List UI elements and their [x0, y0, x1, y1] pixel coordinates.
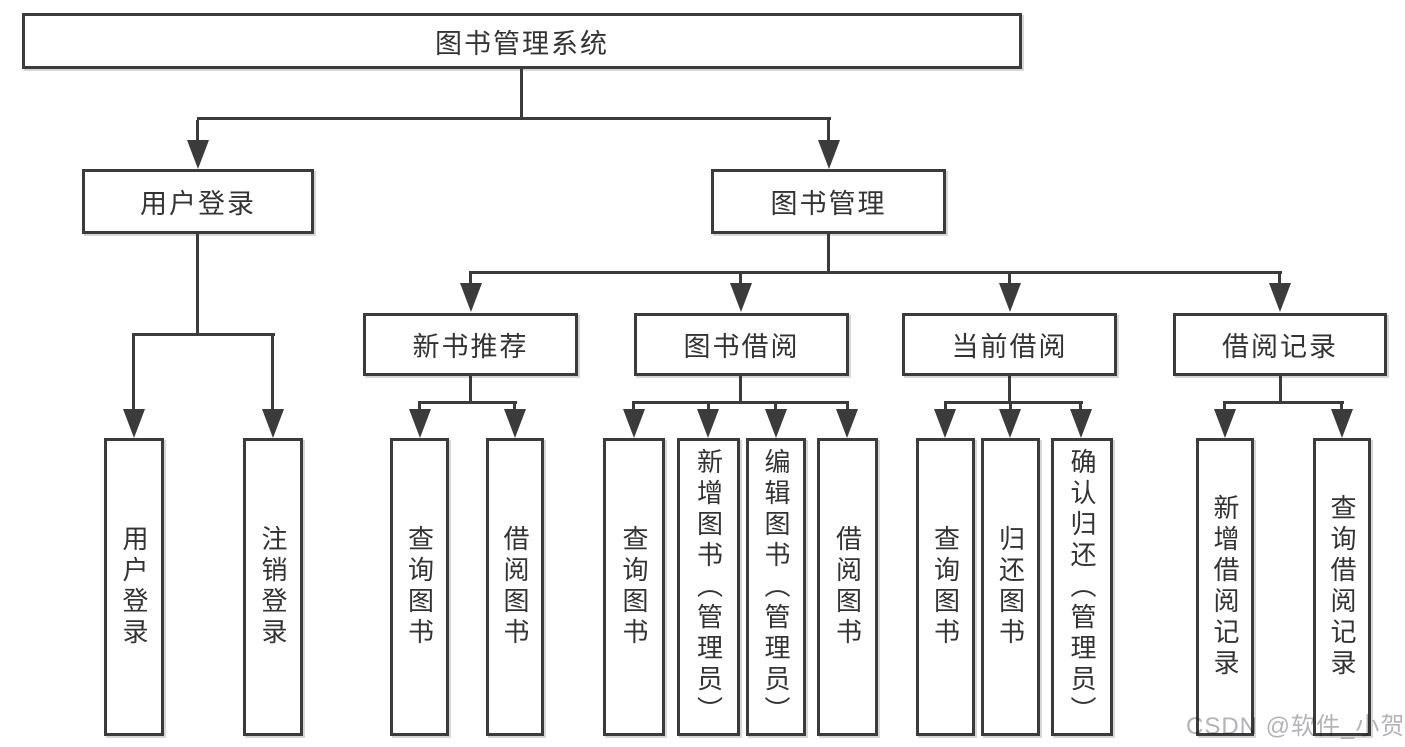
connector-line: [944, 404, 947, 410]
node-current-borrowing: 当前借阅: [902, 313, 1117, 376]
leaf-current-confirm-return-admin: 确认归还（管理员）: [1051, 438, 1113, 736]
arrow-down-icon: [409, 409, 431, 438]
connector-line: [632, 404, 635, 410]
connector-line: [1009, 404, 1012, 410]
leaf-current-query-books: 查询图书: [916, 438, 975, 736]
leaf-borrow-borrow-books: 借阅图书: [817, 438, 878, 736]
leaf-recommend-query-books: 查询图书: [390, 438, 449, 736]
arrow-down-icon: [262, 409, 284, 438]
arrow-down-icon: [934, 409, 956, 438]
connector-line: [271, 336, 274, 410]
leaf-current-return-books: 归还图书: [981, 438, 1040, 736]
connector-line: [827, 233, 830, 273]
connector-line: [469, 271, 1282, 274]
connector-line: [739, 375, 742, 404]
connector-line: [827, 120, 830, 142]
connector-line: [632, 401, 849, 404]
connector-line: [132, 336, 135, 410]
connector-line: [418, 404, 421, 410]
arrow-down-icon: [697, 409, 719, 438]
connector-line: [197, 117, 831, 120]
leaf-borrow-add-books-admin: 新增图书（管理员）: [677, 438, 740, 736]
connector-line: [520, 68, 523, 117]
connector-line: [1079, 404, 1082, 410]
connector-line: [196, 233, 199, 335]
arrow-down-icon: [1070, 409, 1092, 438]
connector-line: [469, 274, 472, 284]
arrow-down-icon: [1214, 409, 1236, 438]
arrow-down-icon: [123, 409, 145, 438]
connector-line: [469, 375, 472, 404]
connector-line: [1279, 375, 1282, 404]
arrow-down-icon: [623, 409, 645, 438]
arrow-down-icon: [836, 409, 858, 438]
connector-line: [1223, 404, 1226, 410]
leaf-records-add-record: 新增借阅记录: [1196, 438, 1254, 736]
leaf-login: 用户登录: [104, 438, 164, 736]
arrow-down-icon: [818, 140, 840, 169]
arrow-down-icon: [187, 140, 209, 169]
node-book-management: 图书管理: [711, 169, 946, 234]
connector-line: [418, 401, 517, 404]
connector-line: [1340, 404, 1343, 410]
connector-line: [739, 274, 742, 284]
arrow-down-icon: [460, 283, 482, 312]
connector-line: [1278, 274, 1281, 284]
connector-line: [1008, 375, 1011, 404]
leaf-borrow-query-books: 查询图书: [603, 438, 665, 736]
arrow-down-icon: [504, 409, 526, 438]
watermark: CSDN @软件_小贺同学: [1186, 713, 1405, 740]
arrow-down-icon: [765, 409, 787, 438]
leaf-recommend-borrow-books: 借阅图书: [486, 438, 544, 736]
connector-line: [1008, 274, 1011, 284]
node-borrowing-records: 借阅记录: [1173, 313, 1387, 376]
connector-line: [513, 404, 516, 410]
arrow-down-icon: [999, 283, 1021, 312]
leaf-borrow-edit-books-admin: 编辑图书（管理员）: [746, 438, 806, 736]
connector-line: [132, 333, 275, 336]
connector-line: [944, 401, 1083, 404]
connector-line: [846, 404, 849, 410]
node-book-borrowing: 图书借阅: [634, 313, 849, 376]
node-new-book-recommendation: 新书推荐: [363, 313, 578, 376]
arrow-down-icon: [1269, 283, 1291, 312]
node-root: 图书管理系统: [22, 13, 1022, 69]
arrow-down-icon: [730, 283, 752, 312]
connector-line: [774, 404, 777, 410]
connector-line: [196, 120, 199, 142]
arrow-down-icon: [999, 409, 1021, 438]
arrow-down-icon: [1331, 409, 1353, 438]
leaf-records-query-record: 查询借阅记录: [1313, 438, 1371, 736]
connector-line: [707, 404, 710, 410]
node-user-login: 用户登录: [82, 169, 314, 234]
connector-line: [1223, 401, 1344, 404]
leaf-logout: 注销登录: [243, 438, 303, 736]
